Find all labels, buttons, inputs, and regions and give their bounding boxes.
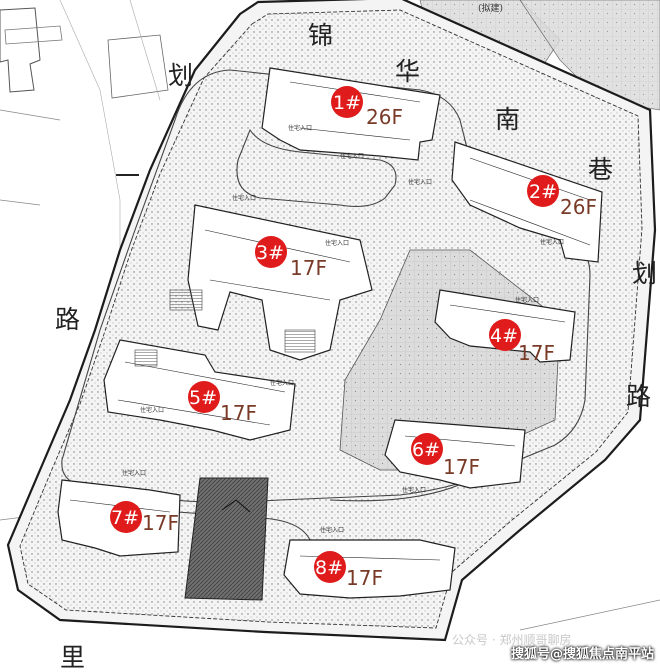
building-4-marker: 4# 17F [489,319,555,365]
road-char: 南 [495,105,520,134]
courtyards [134,289,316,367]
road-char: 一 [115,162,140,191]
road-char: 路 [626,382,651,411]
road-char: 锦 [308,21,333,50]
building-6-floors: 17F [443,455,480,479]
building-3-number: 3# [256,242,284,264]
watermark-ghost: 公众号 · 郑州顺哥聊房 [452,633,572,647]
building-4-number: 4# [490,325,518,347]
building-7-marker: 7# 17F [110,501,179,535]
building-2-marker: 2# 26F [527,175,597,219]
building-5-marker: 5# 17F [188,381,257,425]
building-7-floors: 17F [142,511,179,535]
road-char: 划 [632,259,657,288]
top-note: (拟建) [478,2,503,14]
building-2-floors: 26F [560,195,597,219]
entrance-label: 住宅入口 [270,379,294,387]
building-markers: 1# 26F 2# 26F 3# 17F 4# 17F 5# 17F 6# 17… [110,86,597,590]
entrance-label: 住宅入口 [140,406,164,414]
building-1-marker: 1# 26F [331,86,403,129]
entrance-label: 住宅入口 [288,124,312,132]
building-8-number: 8# [315,557,343,579]
building-3-floors: 17F [290,256,327,280]
building-1-number: 1# [333,92,361,114]
road-labels: 锦 华 南 巷 划 一 路 划 路 里 [55,21,657,672]
entrance-label: 住宅入口 [540,238,564,246]
building-2-number: 2# [529,181,557,203]
building-5-number: 5# [189,387,217,409]
building-8-floors: 17F [346,566,383,590]
garage-ramp [184,477,269,601]
building-4-floors: 17F [518,341,555,365]
building-1-floors: 26F [366,105,403,129]
entrance-label: 住宅入口 [515,296,539,304]
building-7-number: 7# [111,507,139,529]
entrance-label: 住宅入口 [232,194,256,202]
road-char: 划 [168,61,193,90]
entrance-label: 住宅入口 [122,469,146,477]
entrance-labels: 住宅入口 住宅入口 住宅入口 住宅入口 住宅入口 住宅入口 住宅入口 住宅入口 … [122,124,564,534]
entrance-label: 住宅入口 [340,152,364,160]
watermark: 搜狐号@搜狐焦点南平站 [510,647,654,662]
building-8-marker: 8# 17F [314,551,383,590]
building-5-floors: 17F [220,401,257,425]
building-3-marker: 3# 17F [255,236,327,280]
road-char: 巷 [588,155,613,184]
road-char: 里 [60,643,85,672]
entrance-label: 住宅入口 [325,239,349,247]
entrance-label: 住宅入口 [408,178,432,186]
entrance-label: 住宅入口 [402,486,426,494]
building-6-number: 6# [412,439,440,461]
road-char: 华 [395,57,420,86]
building-6-marker: 6# 17F [411,433,480,479]
entrance-label: 住宅入口 [320,526,344,534]
road-char: 路 [55,305,80,334]
